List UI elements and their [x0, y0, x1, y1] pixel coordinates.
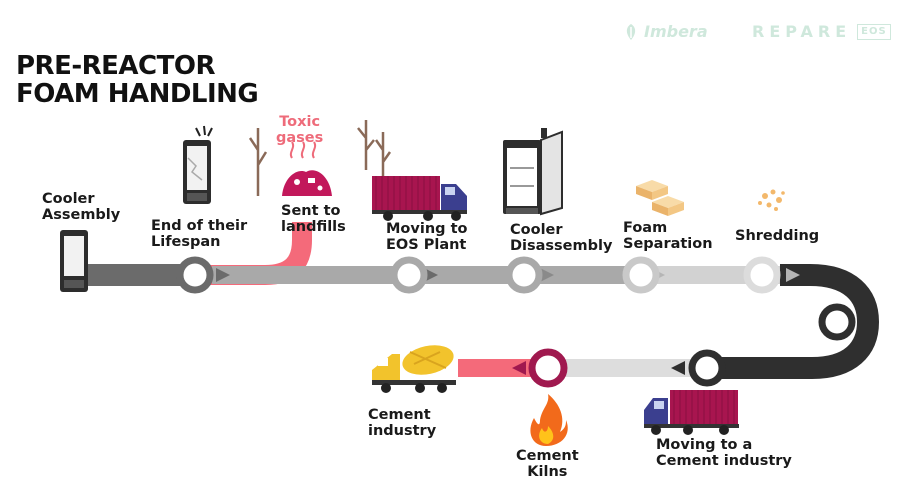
shredded-foam-icon [758, 189, 785, 211]
label-foam-separation: Foam Separation [623, 220, 713, 252]
node-end-of-lifespan [176, 256, 214, 294]
dead-tree-icon [248, 120, 392, 196]
repare-eos-logo: REPARE EOS [752, 22, 891, 41]
arrow-icon [540, 268, 554, 282]
cement-mixer-icon [372, 345, 456, 393]
imbera-logo: Imbera [622, 22, 708, 41]
arrow-icon [671, 361, 685, 375]
broken-cooler-icon [183, 125, 213, 204]
node-moving-to-eos [390, 256, 428, 294]
page-title: PRE-REACTOR FOAM HANDLING [16, 51, 259, 109]
label-sent-to-landfills: Sent to landfills [281, 203, 346, 235]
imbera-logo-text: Imbera [644, 22, 708, 41]
arrow-icon [216, 268, 230, 282]
arrow-icon [512, 361, 526, 375]
label-end-of-lifespan: End of their Lifespan [151, 218, 248, 250]
path-segment-curve [705, 264, 880, 379]
toxic-landfill-icon [282, 141, 332, 196]
node-cement-kilns [528, 348, 568, 388]
foam-blocks-icon [636, 180, 684, 216]
label-moving-to-cement: Moving to a Cement industry [656, 437, 792, 469]
imbera-leaf-icon [626, 23, 636, 40]
open-cooler-icon [503, 128, 563, 216]
node-cooler-disassembly [505, 256, 543, 294]
cooler-icon [60, 230, 88, 292]
arrow-icon [786, 268, 800, 282]
title-line-2: FOAM HANDLING [16, 79, 259, 109]
node-shredding [743, 256, 781, 294]
repare-eos-badge: EOS [857, 23, 891, 40]
label-moving-to-eos: Moving to EOS Plant [386, 221, 468, 253]
repare-logo-text: REPARE [752, 22, 852, 41]
node-curve [818, 303, 856, 341]
label-cement-industry: Cement industry [368, 407, 437, 439]
fire-icon [530, 394, 568, 446]
label-toxic-gases: Toxic gases [276, 114, 324, 146]
node-foam-separation [622, 256, 660, 294]
label-shredding: Shredding [735, 228, 820, 244]
truck-icon [372, 176, 467, 221]
truck-icon [644, 390, 739, 435]
label-cooler-disassembly: Cooler Disassembly [510, 222, 613, 254]
label-cooler-assembly: Cooler Assembly [42, 191, 121, 223]
arrow-icon [424, 268, 438, 282]
node-moving-to-cement [688, 349, 726, 387]
title-line-1: PRE-REACTOR [16, 51, 215, 81]
label-cement-kilns: Cement Kilns [516, 448, 579, 480]
